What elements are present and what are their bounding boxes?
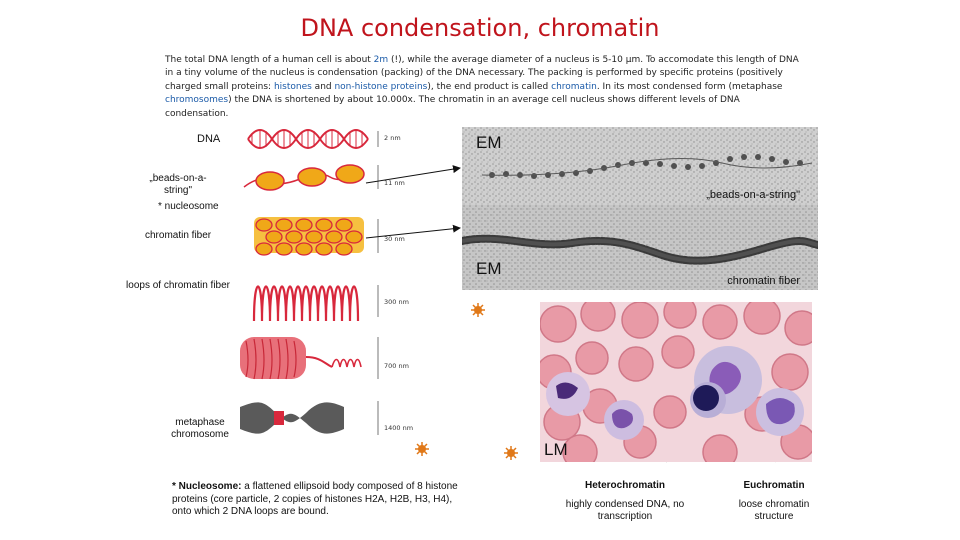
beads-on-a-string bbox=[243, 164, 365, 191]
label-nucleosome: * nucleosome bbox=[158, 201, 219, 212]
footnote-term: * Nucleosome: bbox=[172, 481, 242, 492]
em-caption-fiber: chromatin fiber bbox=[727, 275, 800, 287]
intro-highlight: chromosomes bbox=[165, 95, 229, 106]
scale-1400nm: 1400 nm bbox=[384, 424, 414, 432]
em-beads-image bbox=[462, 127, 818, 205]
page-title: DNA condensation, chromatin bbox=[300, 14, 660, 42]
intro-text: The total DNA length of a human cell is … bbox=[165, 55, 374, 65]
intro-highlight: histones bbox=[273, 81, 312, 92]
dna-helix bbox=[247, 129, 369, 149]
scale-2nm: 2 nm bbox=[384, 134, 401, 142]
metaphase-chromosome bbox=[240, 402, 344, 434]
intro-highlight: non-histone proteins bbox=[334, 81, 428, 92]
intro-highlight: chromatin bbox=[551, 81, 597, 92]
label-metaphase-chromosome: metaphase chromosome bbox=[171, 417, 229, 440]
nucleosome-bead bbox=[335, 164, 365, 184]
scale-700nm: 700 nm bbox=[384, 362, 409, 370]
condensation-diagram bbox=[240, 129, 379, 435]
label-chromatin-fiber: chromatin fiber bbox=[145, 230, 212, 241]
em-beads-panel: EM „beads-on-a-string" bbox=[462, 127, 818, 205]
arrow-fiber-to-em bbox=[365, 224, 461, 239]
intro-text: and bbox=[311, 81, 335, 92]
heterochromatin-description: highly condensed DNA, no transcription bbox=[565, 499, 685, 522]
intro-text: (!), while the average diameter of a nuc… bbox=[165, 55, 799, 92]
lm-blood-smear-panel bbox=[540, 302, 812, 462]
euchromatin-description: loose chromatin structure bbox=[738, 499, 810, 522]
arrow-beads-to-em bbox=[365, 165, 461, 184]
intro-paragraph: The total DNA length of a human cell is … bbox=[165, 54, 805, 121]
scale-300nm: 300 nm bbox=[384, 298, 409, 306]
chromatin-loops bbox=[252, 285, 360, 322]
label-dna: DNA bbox=[197, 133, 221, 145]
em-fiber-image bbox=[462, 205, 818, 290]
marker-stars bbox=[415, 303, 518, 460]
intro-text: ), the end product is called bbox=[427, 81, 552, 92]
footnote-text: a flattened ellipsoid body composed of 8… bbox=[172, 481, 458, 517]
em-caption-beads: „beads-on-a-string" bbox=[706, 189, 800, 201]
lm-label: LM bbox=[544, 440, 568, 459]
condensed-section-700nm bbox=[240, 337, 362, 380]
nucleosome-bead bbox=[255, 171, 285, 191]
em-label-bottom: EM bbox=[476, 259, 502, 278]
nucleosome-bead bbox=[297, 167, 327, 187]
label-beads-on-a-string: „beads-on-a-string" bbox=[149, 173, 207, 196]
em-label-top: EM bbox=[476, 133, 502, 152]
intro-text: . In its most condensed form (metaphase bbox=[596, 81, 783, 92]
scale-30nm: 30 nm bbox=[384, 235, 405, 243]
heterochromatin-title: Heterochromatin bbox=[584, 480, 665, 491]
label-loops: loops of chromatin fiber bbox=[126, 280, 230, 291]
lm-blood-smear-image bbox=[540, 302, 812, 462]
chromatin-fiber-30nm bbox=[254, 217, 364, 256]
nucleosome-footnote: * Nucleosome: a flattened ellipsoid body… bbox=[172, 481, 462, 519]
scale-11nm: 11 nm bbox=[384, 179, 405, 187]
intro-highlight: 2m bbox=[373, 55, 389, 65]
euchromatin-title: Euchromatin bbox=[743, 480, 805, 491]
heterochromatin-nucleus bbox=[693, 385, 719, 411]
intro-text: ) the DNA is shortened by about 10.000x.… bbox=[165, 95, 740, 119]
em-fiber-panel: EM chromatin fiber bbox=[462, 205, 818, 290]
